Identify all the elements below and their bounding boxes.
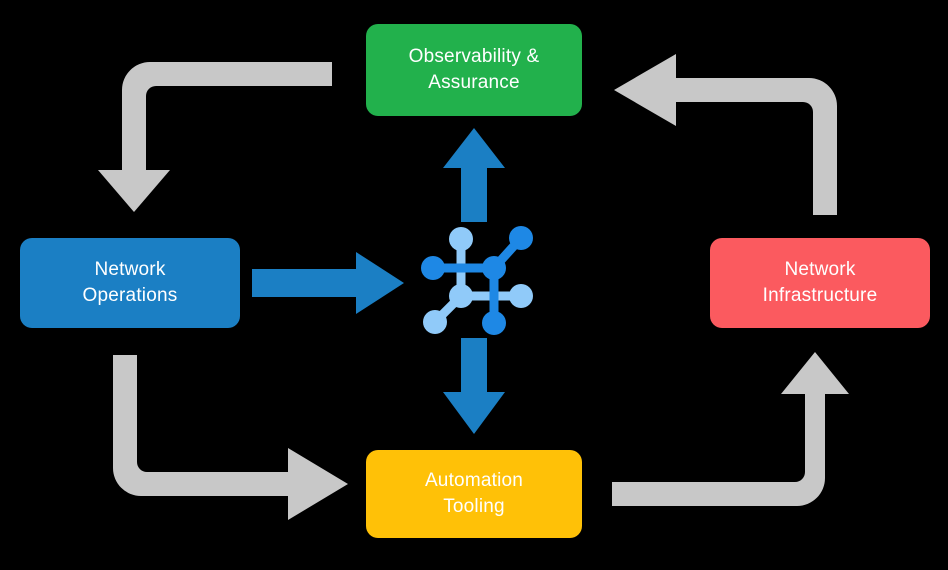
network-icon-light-nodes <box>423 227 533 334</box>
node-network-infrastructure-label: Network Infrastructure <box>762 259 878 306</box>
node-automation-tooling-label: Automation Tooling <box>424 470 524 517</box>
arrow-operations-to-automation <box>113 355 348 520</box>
network-icon-dark-nodes <box>421 226 533 335</box>
arrow-automation-to-infrastructure <box>612 352 849 506</box>
arrow-center-to-observability <box>443 128 505 222</box>
node-network-operations-label: Network Operations <box>82 259 178 306</box>
network-topology-icon <box>421 226 533 335</box>
arrow-center-to-automation <box>443 338 505 434</box>
arrow-operations-to-center <box>252 252 404 314</box>
node-automation-tooling[interactable]: Automation Tooling <box>366 450 582 538</box>
node-network-infrastructure[interactable]: Network Infrastructure <box>710 238 930 328</box>
arrow-infrastructure-to-observability <box>614 54 837 215</box>
node-observability-assurance-label: Observability & Assurance <box>408 46 540 93</box>
node-network-operations[interactable]: Network Operations <box>20 238 240 328</box>
arrow-observability-to-operations <box>98 62 332 212</box>
node-observability-assurance[interactable]: Observability & Assurance <box>366 24 582 116</box>
